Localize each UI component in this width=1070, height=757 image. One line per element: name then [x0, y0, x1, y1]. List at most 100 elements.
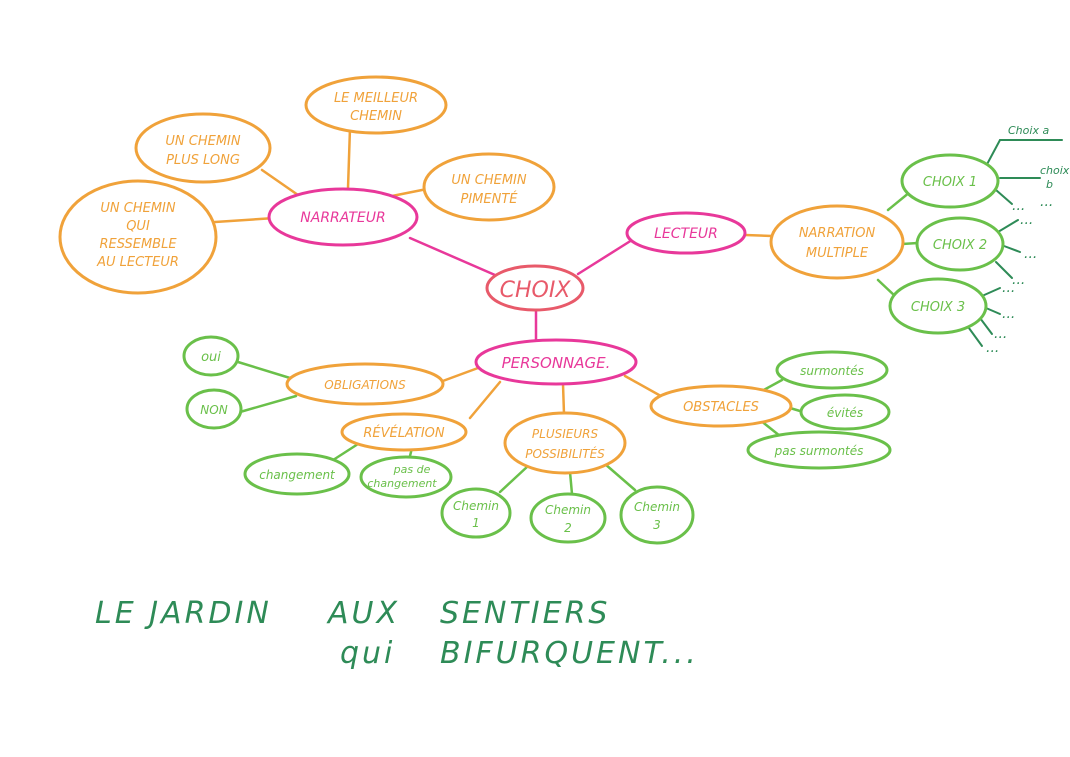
chemin2-node-shape	[529, 492, 607, 544]
connector-narration-choix3	[876, 278, 897, 298]
chemin-pimente-node-shape	[422, 152, 556, 222]
choix3-label: CHOIX 3	[911, 300, 965, 315]
non-label: NON	[200, 403, 227, 417]
pas-de-changement-node-shape	[359, 455, 453, 499]
revelation-label: RÉVÉLATION	[363, 425, 445, 441]
obligations-node-shape	[285, 362, 445, 406]
chemin3-label-2: 3	[653, 518, 661, 532]
choix2-label: CHOIX 2	[933, 238, 987, 253]
ellipsis-choix3-3: ...	[994, 326, 1007, 342]
caption-le-jardin: LE JARDIN	[95, 596, 272, 631]
caption-bifurquent: BIFURQUENT...	[440, 636, 699, 671]
chemin-pimente-label-1: UN CHEMIN	[451, 173, 526, 188]
chemin-plus-long-node-shape	[134, 112, 272, 184]
evites-node-shape	[799, 393, 891, 431]
personnage-node-label: PERSONNAGE.	[502, 354, 611, 372]
chemin1-label-2: 1	[472, 516, 480, 530]
obstacles-label: OBSTACLES	[683, 400, 759, 415]
chemin1-label-1: Chemin	[453, 499, 499, 513]
caption-sentiers: SENTIERS	[440, 596, 611, 631]
ellipsis-choix3-1: ...	[1002, 280, 1015, 296]
ellipsis-choix2-3: ...	[1012, 272, 1025, 288]
choix2-node-shape	[915, 216, 1005, 272]
connector-obligations-non	[238, 394, 298, 414]
connector-obligations-oui	[236, 360, 292, 380]
changement-node-shape	[243, 452, 351, 496]
chemin1-node-shape	[440, 487, 512, 539]
caption-qui: qui	[340, 636, 396, 671]
pas-surmontes-label: pas surmontés	[774, 444, 864, 458]
obligations-label: OBLIGATIONS	[324, 378, 406, 392]
chemin-plus-long-label-1: UN CHEMIN	[165, 134, 240, 149]
revelation-node-shape	[340, 412, 468, 452]
chemin-ressemble-label-4: AU LECTEUR	[96, 255, 179, 270]
ellipsis-choix1-1: ...	[1012, 198, 1025, 214]
chemin-ressemble-label-2: QUI	[126, 219, 150, 234]
non-node-shape	[185, 388, 243, 430]
pas-de-changement-label-1: pas de	[393, 463, 431, 476]
connector-center-lecteur	[576, 238, 634, 276]
narration-multiple-node-shape	[769, 204, 905, 280]
choix1-label: CHOIX 1	[923, 175, 977, 190]
connector-choix3-c	[979, 317, 993, 335]
meilleur-chemin-label-1: LE MEILLEUR	[334, 91, 418, 106]
connector-personnage-revelation	[468, 380, 502, 420]
chemin-ressemble-label-3: RESSEMBLE	[99, 237, 177, 252]
ellipsis-choix2-2: ...	[1024, 246, 1037, 262]
meilleur-chemin-label-2: CHEMIN	[350, 109, 402, 124]
connector-narrateur-ressemble	[213, 216, 277, 224]
connector-narration-choix2	[900, 241, 920, 246]
connector-center-narrateur	[408, 236, 497, 277]
center-node-shape	[485, 264, 585, 312]
pas-surmontes-node-shape	[746, 430, 892, 470]
connector-personnage-possibilites	[561, 382, 566, 416]
evites-label: évités	[827, 406, 863, 420]
connector-choix3-a	[981, 287, 1001, 297]
meilleur-chemin-node-shape	[304, 75, 448, 135]
lecteur-node-label: LECTEUR	[654, 226, 718, 242]
chemin-plus-long-label-2: PLUS LONG	[166, 153, 240, 168]
plusieurs-possibilites-label-1: PLUSIEURS	[532, 427, 599, 441]
narration-multiple-label-2: MULTIPLE	[806, 246, 869, 261]
ellipsis-choix3-4: ...	[986, 340, 999, 356]
connector-choix1-c	[995, 189, 1013, 205]
chemin2-label-1: Chemin	[545, 503, 591, 517]
ellipsis-choix3-2: ...	[1002, 306, 1015, 322]
connector-possibilites-chemin2	[568, 470, 574, 496]
surmontes-node-shape	[775, 350, 889, 390]
ellipsis-choix1-2: ...	[1040, 194, 1053, 210]
oui-label: oui	[201, 350, 221, 365]
personnage-node-shape	[474, 338, 638, 386]
connector-choix2-a	[997, 219, 1019, 233]
choix-b-label-1: choix	[1040, 164, 1070, 177]
narrateur-node-label: NARRATEUR	[300, 210, 385, 226]
chemin3-node-shape	[619, 485, 695, 545]
connector-narrateur-pluslong	[260, 168, 300, 197]
connector-lecteur-narration	[743, 233, 774, 238]
chemin-ressemble-node-shape	[58, 179, 218, 295]
connector-personnage-obligations	[438, 366, 480, 384]
connector-choix2-b	[1003, 245, 1021, 253]
surmontes-label: surmontés	[800, 364, 864, 378]
obstacles-node-shape	[649, 384, 793, 428]
choix1-node-shape	[900, 153, 1000, 209]
choix-a-label: Choix a	[1008, 124, 1049, 137]
narrateur-node-shape	[267, 187, 419, 247]
oui-node-shape	[182, 335, 240, 377]
connector-possibilites-chemin1	[498, 464, 530, 494]
plusieurs-possibilites-node-shape	[503, 411, 627, 475]
connector-narration-choix1	[886, 190, 912, 212]
chemin2-label-2: 2	[564, 521, 572, 535]
ellipsis-choix2-1: ...	[1020, 212, 1033, 228]
choix-b-label-2: b	[1046, 178, 1053, 191]
center-node-label: CHOIX	[500, 278, 572, 303]
chemin-pimente-label-2: PIMENTÉ	[461, 191, 519, 207]
connector-possibilites-chemin3	[603, 462, 637, 492]
plusieurs-possibilites-label-2: POSSIBILITÉS	[525, 446, 605, 461]
chemin-ressemble-label-1: UN CHEMIN	[100, 201, 175, 216]
caption-aux: AUX	[328, 596, 401, 631]
connector-choix3-b	[985, 307, 1001, 315]
choix3-node-shape	[888, 277, 988, 335]
pas-de-changement-label-2: changement	[367, 477, 437, 490]
